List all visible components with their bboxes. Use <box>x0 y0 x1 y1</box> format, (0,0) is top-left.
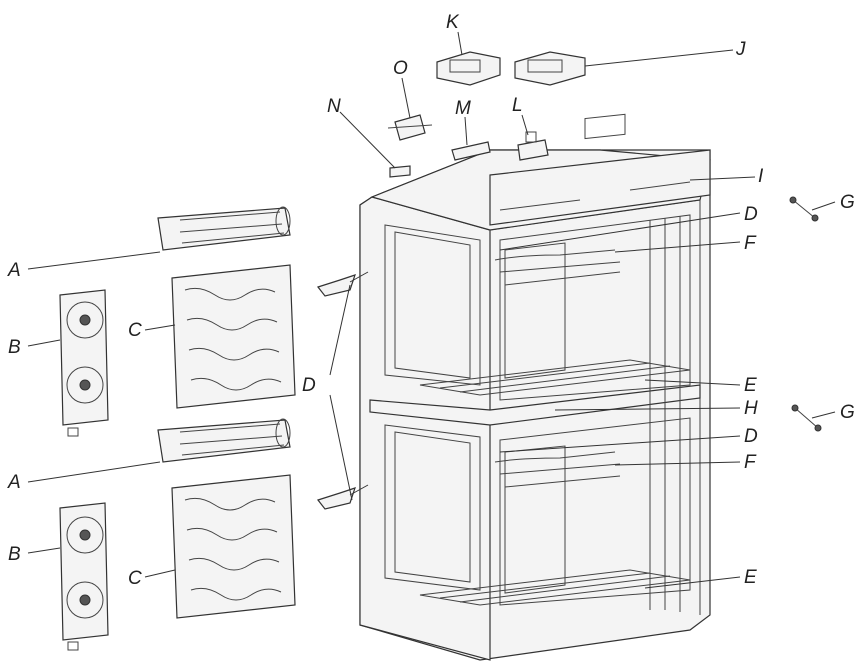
label-a-upper: A <box>7 260 21 281</box>
control-board-k <box>436 51 501 86</box>
label-m: M <box>455 98 471 119</box>
heating-element-lower-c <box>171 474 296 619</box>
label-f-lower: F <box>744 452 757 473</box>
label-o: O <box>393 58 408 79</box>
label-n: N <box>327 96 341 117</box>
label-d-lower: D <box>744 426 758 447</box>
cord-lower-g <box>791 404 822 432</box>
label-c-lower: C <box>128 568 142 589</box>
part-labels: K J O M L N I G D F A B C D E H G D F A … <box>7 12 855 589</box>
component-o <box>387 114 433 141</box>
oven-cabinet <box>359 113 711 661</box>
label-c-upper: C <box>128 320 142 341</box>
label-f-upper: F <box>744 233 757 254</box>
door-hinge-lower-d <box>316 484 369 510</box>
label-b-lower: B <box>8 544 21 565</box>
label-b-upper: B <box>8 337 21 358</box>
label-i: I <box>758 166 764 187</box>
label-h: H <box>744 398 758 419</box>
label-d-left: D <box>302 375 316 396</box>
fan-assembly-lower-b <box>59 502 109 651</box>
control-board-j <box>514 51 586 86</box>
door-hinge-upper-d <box>316 271 369 297</box>
label-e-lower: E <box>744 567 757 588</box>
component-l <box>517 131 549 161</box>
label-l: L <box>512 95 523 116</box>
fan-assembly-upper-b <box>59 289 109 437</box>
convection-fan-upper-a <box>157 206 291 251</box>
label-g-upper: G <box>840 192 855 213</box>
component-n <box>389 165 411 178</box>
convection-fan-lower-a <box>157 418 291 463</box>
cord-upper-g <box>789 196 819 222</box>
label-k: K <box>446 12 460 33</box>
leader-lines <box>27 31 836 589</box>
label-d-upper: D <box>744 204 758 225</box>
label-g-lower: G <box>840 402 855 423</box>
label-e-upper: E <box>744 375 757 396</box>
label-j: J <box>735 39 746 60</box>
component-m <box>451 141 491 161</box>
label-a-lower: A <box>7 472 21 493</box>
heating-element-upper-c <box>171 264 296 409</box>
